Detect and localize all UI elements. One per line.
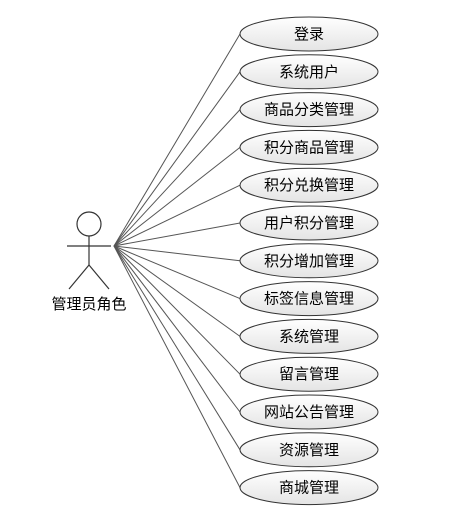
- use-case[interactable]: 积分商品管理: [239, 129, 379, 165]
- use-case-label: 登录: [294, 25, 324, 43]
- use-case-ellipse: [239, 167, 379, 203]
- actor-figure: 管理员角色: [51, 211, 127, 313]
- use-case[interactable]: 系统管理: [239, 318, 379, 354]
- use-case-label: 积分商品管理: [264, 138, 354, 156]
- association-line: [113, 147, 241, 247]
- use-case-ellipse: [239, 129, 379, 165]
- use-case-label: 留言管理: [279, 365, 339, 383]
- association-line: [113, 245, 241, 413]
- use-case-ellipse: [239, 470, 379, 506]
- association-line: [113, 33, 241, 247]
- use-case-ellipse: [239, 356, 379, 392]
- association-lines: [113, 33, 241, 488]
- use-case-label: 积分增加管理: [264, 252, 354, 270]
- actor-name: 管理员角色: [51, 295, 126, 313]
- association-line: [113, 245, 241, 488]
- use-case[interactable]: 网站公告管理: [239, 394, 379, 430]
- use-case-label: 系统管理: [279, 327, 339, 345]
- actor-left-leg: [68, 264, 90, 290]
- use-case[interactable]: 留言管理: [239, 356, 379, 392]
- actor-right-leg: [88, 264, 110, 290]
- use-case-ellipse: [239, 318, 379, 354]
- use-case[interactable]: 系统用户: [239, 54, 379, 90]
- use-case-label: 商城管理: [279, 479, 339, 497]
- use-case[interactable]: 积分增加管理: [239, 243, 379, 279]
- actor-head: [76, 211, 102, 237]
- use-case-ellipse: [239, 54, 379, 90]
- use-case[interactable]: 商品分类管理: [239, 92, 379, 128]
- use-case-ellipse: [239, 281, 379, 317]
- association-line: [113, 109, 241, 247]
- use-case-ellipse: [239, 243, 379, 279]
- use-case[interactable]: 资源管理: [239, 432, 379, 468]
- use-case-label: 标签信息管理: [264, 290, 354, 308]
- use-case-label: 商品分类管理: [264, 101, 354, 119]
- use-case-ellipse: [239, 92, 379, 128]
- use-case-ellipse: [239, 16, 379, 52]
- use-case-ellipse: [239, 394, 379, 430]
- use-case[interactable]: 登录: [239, 16, 379, 52]
- use-case-label: 网站公告管理: [264, 403, 354, 421]
- use-case-label: 用户积分管理: [264, 214, 354, 232]
- use-case-label: 资源管理: [279, 441, 339, 459]
- association-line: [113, 71, 241, 247]
- association-line: [113, 245, 241, 451]
- use-case[interactable]: 商城管理: [239, 470, 379, 506]
- use-case-list: 登录系统用户商品分类管理积分商品管理积分兑换管理用户积分管理积分增加管理标签信息…: [239, 16, 379, 506]
- use-case-ellipse: [239, 432, 379, 468]
- use-case[interactable]: 积分兑换管理: [239, 167, 379, 203]
- association-line: [113, 245, 241, 375]
- use-case-label: 积分兑换管理: [264, 176, 354, 194]
- association-line: [113, 184, 241, 247]
- association-line: [113, 245, 241, 337]
- use-case-label: 系统用户: [279, 63, 339, 81]
- use-case[interactable]: 标签信息管理: [239, 281, 379, 317]
- association-line: [113, 222, 241, 247]
- association-line: [113, 245, 241, 262]
- use-case-ellipse: [239, 205, 379, 241]
- association-line: [113, 245, 241, 300]
- use-case[interactable]: 用户积分管理: [239, 205, 379, 241]
